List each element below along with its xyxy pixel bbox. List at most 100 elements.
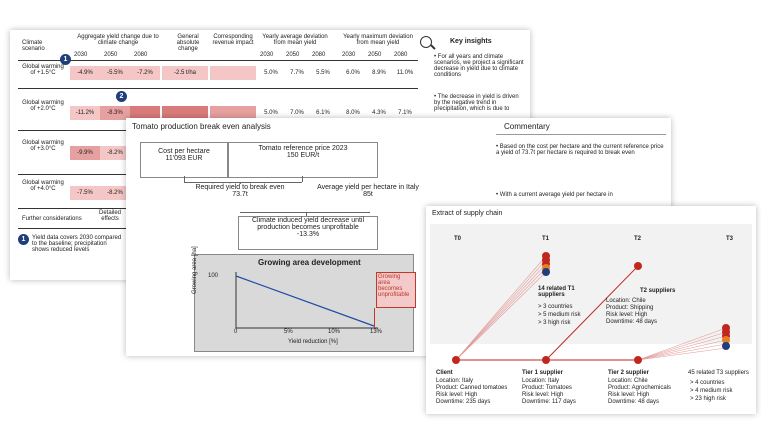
row-label-1: Global warming of +1.5°C <box>22 64 64 76</box>
commentary-2: • With a current average yield per hecta… <box>496 192 613 198</box>
row2-avg-2080: 6.1% <box>316 110 330 116</box>
row2-max-2080: 7.1% <box>398 110 412 116</box>
divider <box>18 174 128 175</box>
growing-area-line <box>235 275 375 327</box>
row2-2080 <box>130 106 160 120</box>
further-note: Detailed effects <box>98 210 121 222</box>
tier-t2: T2 <box>634 236 642 242</box>
avg-value: 85t <box>363 191 373 198</box>
tier-t0: T0 <box>454 236 462 242</box>
connector-line <box>240 212 370 213</box>
row1-avg-2030: 5.0% <box>264 70 278 76</box>
callout-box <box>376 272 416 308</box>
t1-supplier-line-3: Risk level: High <box>522 392 564 398</box>
t1-supplier-line-1: Location: Italy <box>522 378 560 384</box>
x-axis-label: Yield reduction [%] <box>288 339 338 345</box>
t2-node <box>634 262 642 270</box>
row-label-4: Global warming of +4.0°C <box>22 180 64 192</box>
search-icon <box>420 36 432 48</box>
t2-supplier-line-2: Product: Agrochemicals <box>608 385 672 391</box>
client-line-4: Downtime: 235 days <box>436 399 491 405</box>
row2-avg-2050: 7.0% <box>290 110 304 116</box>
divider <box>18 208 128 209</box>
marker-1: 1 <box>60 54 71 65</box>
row1-2080: -7.2% <box>130 66 160 80</box>
decrease-label: Climate induced yield decrease until pro… <box>251 217 365 231</box>
row2-max-2050: 4.3% <box>372 110 386 116</box>
header-aggregate: Aggregate yield change due to climate ch… <box>77 34 159 46</box>
marker-2: 2 <box>116 91 127 102</box>
t3-item-3: > 23 high risk <box>690 396 726 402</box>
t2-line-3: Risk level: High <box>606 312 648 318</box>
callout-pointer <box>374 308 375 328</box>
t2-supplier-line-4: Downtime: 48 days <box>608 399 660 405</box>
row1-avg-2050: 7.7% <box>290 70 304 76</box>
row1-max-2050: 8.9% <box>372 70 386 76</box>
row1-avg-2080: 5.5% <box>316 70 330 76</box>
connector-line <box>184 182 302 183</box>
supply-chain-network <box>455 255 727 361</box>
supply-chain-title: Extract of supply chain <box>432 210 503 217</box>
t2-line-1: Location: Chile <box>606 298 646 304</box>
t1-node <box>542 268 550 276</box>
required-label: Required yield to break even <box>195 184 285 191</box>
divider <box>18 228 128 229</box>
row2-2050: -8.3% <box>100 106 130 120</box>
year-2050c: 2050 <box>368 52 382 58</box>
cost-label: Cost per hectare <box>158 148 210 155</box>
x-tick-10: 10% <box>328 329 341 335</box>
divider <box>18 88 418 89</box>
divider <box>18 60 418 61</box>
header-absolute: General absolute change <box>176 34 200 52</box>
client-line-3: Risk level: High <box>436 392 478 398</box>
row2-avg-2030: 5.0% <box>264 110 278 116</box>
row-label-2: Global warming of +2.0°C <box>22 100 64 112</box>
decrease-box: Climate induced yield decrease until pro… <box>238 216 378 250</box>
t1-item-2: > 5 medium risk <box>538 312 581 318</box>
required-box: Required yield to break even 73.7t <box>190 184 290 210</box>
x-tick-13: 13% <box>370 329 383 335</box>
t1-supplier-name: Tier 1 supplier <box>522 370 563 376</box>
break-even-title: Tomato production break even analysis <box>132 122 271 131</box>
t1-supplier-node <box>542 356 550 364</box>
t2-line-4: Downtime: 48 days <box>606 319 658 325</box>
cost-box: Cost per hectare 11'093 EUR <box>140 142 228 178</box>
search-icon-handle <box>430 44 436 50</box>
decrease-value: -13.3% <box>296 231 320 238</box>
t1-item-3: > 3 high risk <box>538 320 571 326</box>
connector-line <box>306 212 307 216</box>
header-max-deviation: Yearly maximum deviation from mean yield <box>343 34 413 46</box>
year-2030: 2030 <box>74 52 88 58</box>
commentary-divider <box>496 134 666 135</box>
row1-max-2030: 6.0% <box>346 70 360 76</box>
row1-2050: -5.5% <box>100 66 130 80</box>
key-insights-title: Key insights <box>450 38 492 45</box>
connector-line <box>302 176 303 182</box>
client-line-2: Product: Canned tomatoes <box>436 385 508 391</box>
insight-1: • For all years and climate scenarios, w… <box>434 54 524 78</box>
row1-revenue <box>210 66 256 80</box>
row2-absolute <box>162 106 208 120</box>
t2-line-2: Product: Shipping <box>606 305 654 311</box>
y-tick-top: 100 <box>208 273 219 279</box>
further-considerations: Further considerations <box>22 216 82 222</box>
t3-item-1: > 4 countries <box>690 380 725 386</box>
row-label-3: Global warming of +3.0°C <box>22 140 64 152</box>
growing-chart <box>235 272 378 329</box>
tier-t1: T1 <box>542 236 550 242</box>
t2-supplier-node <box>634 356 642 364</box>
price-label: Tomato reference price 2023 <box>258 145 348 152</box>
x-tick-0: 0 <box>234 329 238 335</box>
growing-title: Growing area development <box>258 258 361 267</box>
header-scenario: Climate scenario <box>22 40 45 52</box>
required-value: 73.7t <box>232 191 248 198</box>
row1-absolute: -2.5 t/ha <box>162 66 208 80</box>
y-axis-label: Growing area [ha] <box>192 246 198 294</box>
footnote-marker: 1 <box>18 234 29 245</box>
year-2050b: 2050 <box>286 52 300 58</box>
connector-line <box>184 176 185 182</box>
t2-group-label: T2 suppliers <box>640 288 676 294</box>
row4-2050: -8.2% <box>100 186 130 200</box>
commentary-1: • Based on the cost per hectare and the … <box>496 144 664 156</box>
insight-2: • The decrease in yield is driven by the… <box>434 94 519 112</box>
